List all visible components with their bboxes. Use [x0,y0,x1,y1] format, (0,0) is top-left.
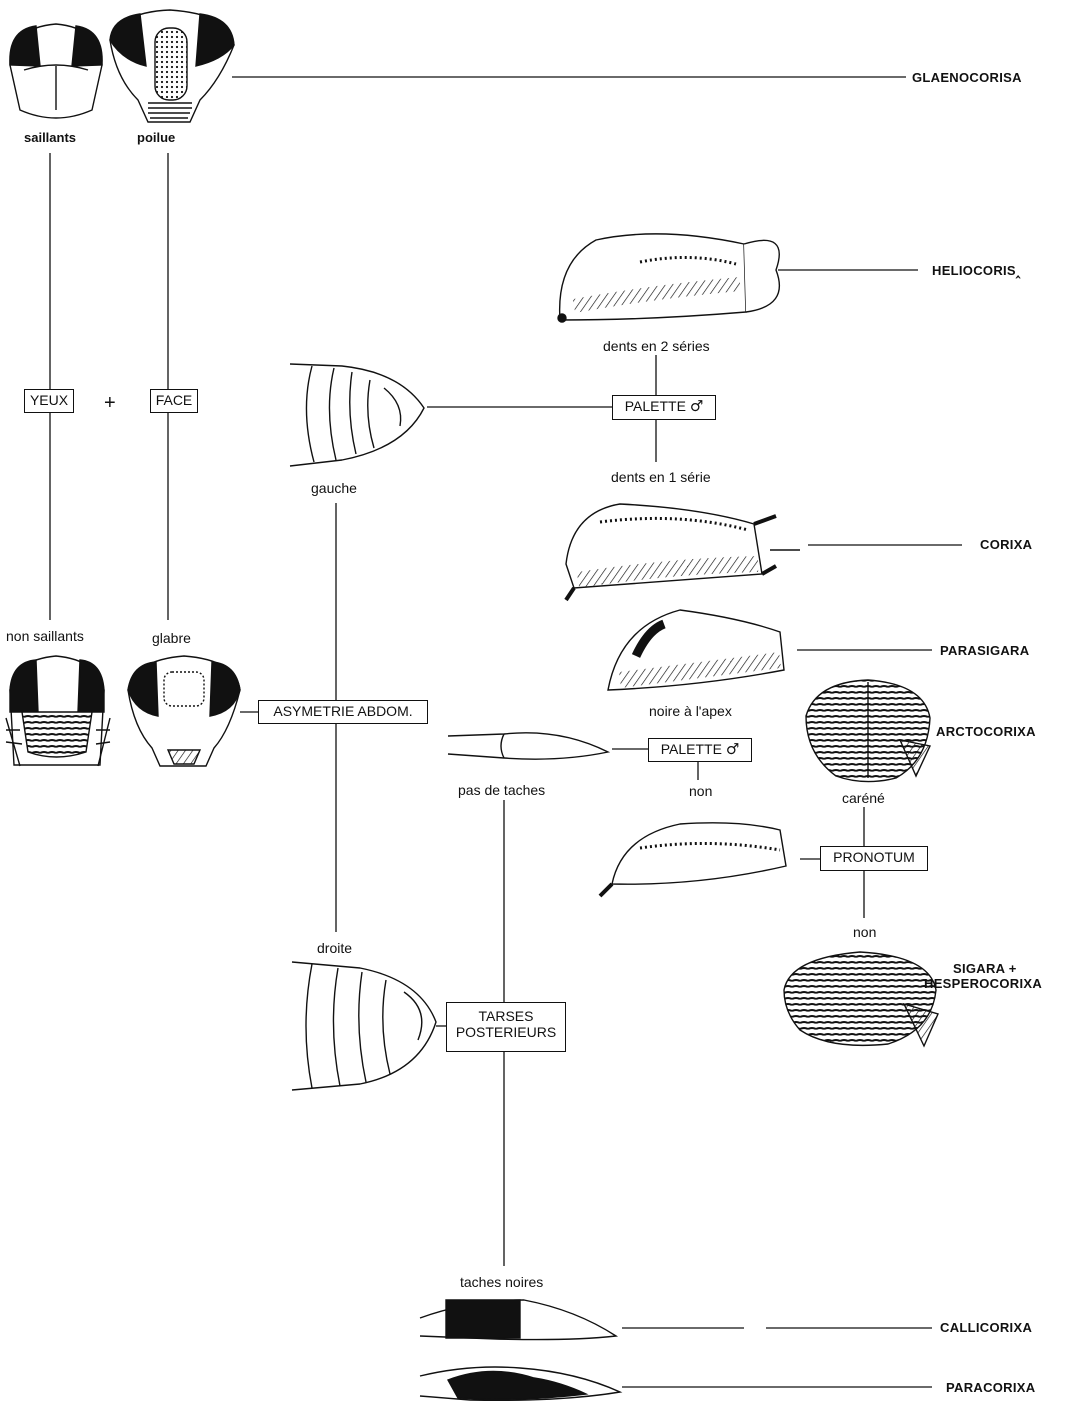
label-droite: droite [317,941,352,955]
head-non-saillants-drawing [6,656,110,766]
palette-pronotum-drawing [600,823,786,896]
tarse-paracorixa-drawing [420,1367,620,1400]
tarses-line-1: TARSES [451,1008,561,1024]
box-face: FACE [150,389,198,413]
label-poilue: poilue [137,131,175,144]
label-non-palette: non [689,784,712,798]
palette-1-label: PALETTE [625,398,686,414]
genus-hesperocorixa: HESPEROCORIXA [924,977,1042,990]
head-poilue-drawing [110,10,234,122]
label-dents-2-series: dents en 2 séries [603,339,710,353]
palette-2-label: PALETTE [661,741,722,757]
label-gauche: gauche [311,481,357,495]
label-pas-de-taches: pas de taches [458,783,545,797]
tarse-callicorixa-drawing [420,1300,616,1340]
box-palette-male-1: PALETTE ♂ [612,395,716,420]
label-saillants: saillants [24,131,76,144]
genus-arctocorixa: ARCTOCORIXA [936,725,1036,738]
label-dents-1-serie: dents en 1 série [611,470,711,484]
label-non-saillants: non saillants [6,629,84,643]
pronotum-arctocorixa-drawing [806,680,930,782]
genus-paracorixa: PARACORIXA [946,1381,1035,1394]
male-symbol-1: ♂ [690,397,703,415]
plus-sign: + [104,393,116,413]
male-symbol-2: ♂ [726,740,739,758]
abdomen-droite-drawing [292,962,436,1090]
genus-sigara: SIGARA + [953,962,1017,975]
box-palette-male-2: PALETTE ♂ [648,738,752,762]
tarses-line-2: POSTERIEURS [451,1024,561,1040]
box-tarses-posterieurs: TARSES POSTERIEURS [446,1002,566,1052]
label-noire-apex: noire à l'apex [649,704,732,718]
label-non-pronotum: non [853,925,876,939]
genus-heliocorisa: HELIOCORIS‸ [932,264,1021,277]
palette-parasigara-drawing [608,610,784,690]
abdomen-gauche-drawing [290,364,424,466]
tarse-pas-de-taches-drawing [448,733,608,759]
genus-corixa: CORIXA [980,538,1032,551]
head-saillants-drawing [10,24,102,118]
palette-corixa-drawing [566,504,800,600]
box-yeux: YEUX [24,389,74,413]
head-glabre-drawing [128,656,240,766]
palette-heliocorisa-drawing [558,234,779,322]
label-carene: caréné [842,791,885,805]
box-pronotum: PRONOTUM [820,846,928,871]
label-taches-noires: taches noires [460,1275,543,1289]
label-glabre: glabre [152,631,191,645]
genus-callicorixa: CALLICORIXA [940,1321,1032,1334]
genus-glaenocorisa: GLAENOCORISA [912,71,1022,84]
genus-parasigara: PARASIGARA [940,644,1029,657]
box-asymetrie-abdom: ASYMETRIE ABDOM. [258,700,428,724]
pronotum-sigara-drawing [784,952,938,1046]
